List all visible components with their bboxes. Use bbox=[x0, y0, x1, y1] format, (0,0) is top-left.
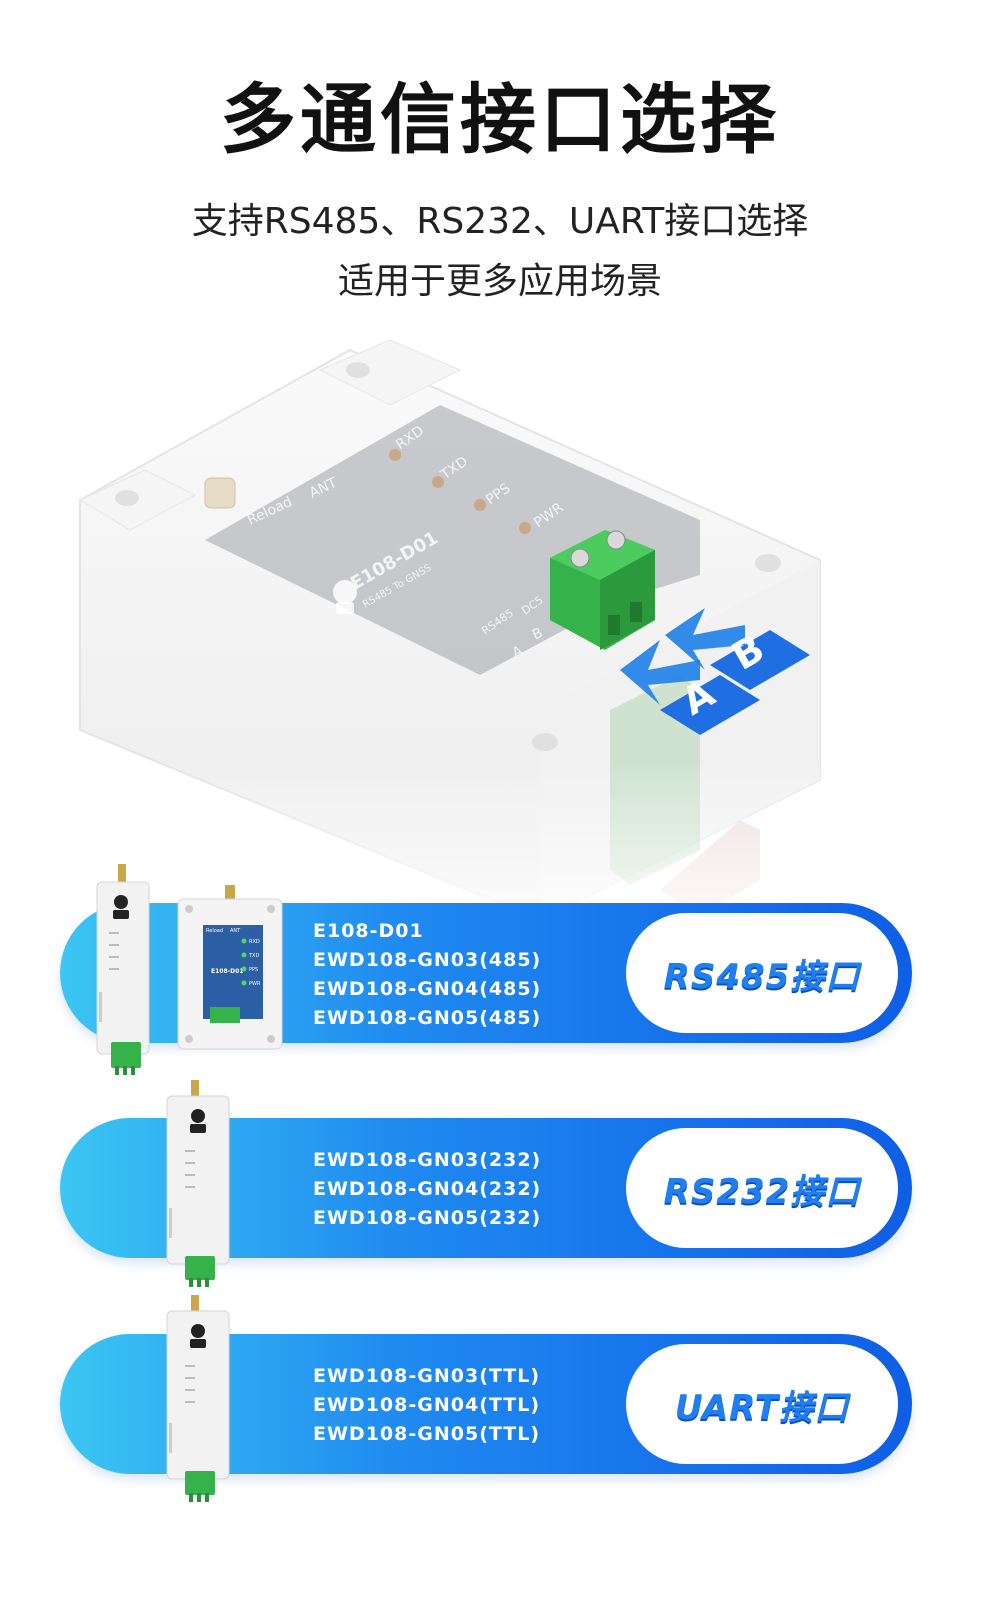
small-label-rxd: RXD bbox=[249, 939, 260, 945]
model-item: EWD108-GN05(TTL) bbox=[313, 1423, 541, 1445]
interface-label: RS232接口 bbox=[663, 1171, 861, 1212]
model-item: E108-D01 bbox=[313, 920, 424, 942]
robot-logo-icon bbox=[333, 580, 357, 614]
interface-badge-uart: UART接口 bbox=[626, 1344, 898, 1464]
interface-label: RS485接口 bbox=[663, 956, 861, 997]
arrow-a-icon bbox=[620, 640, 700, 705]
box-device-image: Reload ANT RXD TXD PPS PWR E108-D01 bbox=[175, 885, 285, 1055]
model-item: EWD108-GN03(TTL) bbox=[313, 1365, 541, 1387]
green-terminal-block bbox=[550, 530, 655, 650]
small-label-txd: TXD bbox=[248, 953, 259, 959]
model-list: EWD108-GN03(232) EWD108-GN04(232) EWD108… bbox=[313, 1146, 541, 1233]
interface-label: UART接口 bbox=[674, 1387, 850, 1428]
small-model: E108-D01 bbox=[211, 968, 243, 975]
model-list: E108-D01 EWD108-GN03(485) EWD108-GN04(48… bbox=[313, 917, 541, 1033]
model-item: EWD108-GN04(TTL) bbox=[313, 1394, 541, 1416]
slim-device-image bbox=[93, 862, 155, 1077]
subtitle-line-1: 支持RS485、RS232、UART接口选择 bbox=[191, 201, 809, 242]
model-item: EWD108-GN04(232) bbox=[313, 1178, 542, 1200]
model-item: EWD108-GN03(485) bbox=[313, 949, 542, 971]
slim-device-image bbox=[163, 1080, 233, 1290]
arrow-b-icon bbox=[665, 608, 745, 670]
small-label-pwr: PWR bbox=[249, 981, 261, 987]
small-label-reload: Reload bbox=[206, 928, 223, 934]
hero-device-illustration: Reload ANT RXD TXD PPS PWR RS485 DC5 A B… bbox=[60, 330, 940, 920]
model-item: EWD108-GN04(485) bbox=[313, 978, 542, 1000]
small-label-ant: ANT bbox=[230, 928, 241, 934]
slim-device-image bbox=[163, 1295, 233, 1505]
interface-badge-rs485: RS485接口 bbox=[626, 913, 898, 1033]
model-item: EWD108-GN05(232) bbox=[313, 1207, 542, 1229]
subtitle-line-2: 适用于更多应用场景 bbox=[337, 261, 662, 302]
page-title: 多通信接口选择 bbox=[220, 75, 780, 164]
model-item: EWD108-GN05(485) bbox=[313, 1007, 542, 1029]
small-label-pps: PPS bbox=[249, 967, 258, 973]
model-item: EWD108-GN03(232) bbox=[313, 1149, 542, 1171]
model-list: EWD108-GN03(TTL) EWD108-GN04(TTL) EWD108… bbox=[313, 1362, 540, 1449]
interface-badge-rs232: RS232接口 bbox=[626, 1128, 898, 1248]
